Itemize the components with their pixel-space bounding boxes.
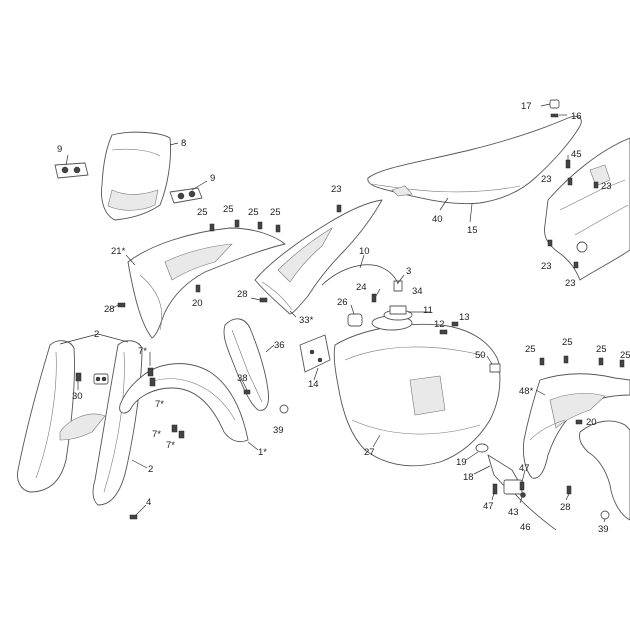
frame-guard — [223, 318, 269, 411]
side-panel-lower-right — [579, 420, 630, 521]
callout: 1* — [258, 447, 267, 458]
callout: 9 — [210, 173, 215, 184]
callout: 39 — [273, 425, 284, 436]
seat — [367, 115, 582, 205]
callout: 38 — [237, 373, 248, 384]
fork-clamp — [75, 372, 109, 385]
callout: 19 — [456, 457, 467, 468]
callout: 14 — [308, 379, 319, 390]
callout: 11 — [423, 305, 433, 316]
callout: 50 — [475, 350, 486, 361]
shroud-screws — [117, 219, 281, 308]
callout: 40 — [432, 214, 443, 225]
callout: 24 — [356, 282, 367, 293]
callout: 34 — [412, 286, 423, 297]
fuel-cap — [383, 305, 413, 321]
front-fender — [119, 363, 249, 443]
callout: 15 — [467, 225, 478, 236]
callout: 2 — [94, 329, 99, 340]
callout: 25 — [562, 337, 573, 348]
callout: 23 — [541, 261, 552, 272]
callout: 12 — [434, 319, 445, 330]
breather-hose — [321, 264, 399, 286]
callout: 23 — [331, 184, 342, 195]
fork-guard-right — [92, 340, 143, 506]
callout: 2 — [148, 464, 153, 475]
callout: 33* — [299, 315, 314, 326]
seat-screw — [549, 99, 560, 118]
callout: 4 — [146, 497, 151, 508]
callout: 23 — [565, 278, 576, 289]
radiator-shroud-right — [254, 199, 383, 315]
lower-panel-screws — [539, 355, 625, 520]
side-panel-lower — [522, 373, 630, 479]
callout: 3 — [406, 266, 411, 277]
callout: 45 — [571, 149, 582, 160]
callout: 17 — [521, 101, 532, 112]
callout: 25 — [223, 204, 234, 215]
callout: 7* — [155, 399, 164, 410]
callout: 28 — [237, 289, 248, 300]
callout: 23 — [601, 181, 612, 192]
mask-clamp-left — [54, 162, 89, 179]
callout: 9 — [57, 144, 62, 155]
callout: 36 — [274, 340, 285, 351]
callout: 7* — [166, 440, 175, 451]
callout-labels: 17 16 45 23 23 23 23 23 40 15 9 8 9 25 2… — [57, 101, 630, 535]
callout: 21* — [111, 246, 126, 257]
tank-spacer — [347, 313, 363, 327]
callout: 13 — [459, 312, 470, 323]
callout: 39 — [598, 524, 609, 535]
callout: 30 — [72, 391, 83, 402]
callout: 16 — [571, 111, 582, 122]
fuel-tank — [333, 315, 501, 467]
callout: 28 — [560, 502, 571, 513]
tank-fittings — [371, 280, 403, 303]
leader-lines — [59, 103, 606, 523]
headlight-mask — [101, 131, 171, 221]
callout: 25 — [248, 207, 259, 218]
fork-guard-screw — [129, 514, 138, 520]
callout: 47 — [519, 463, 530, 474]
mount-plate — [299, 334, 331, 373]
callout: 48* — [519, 386, 534, 397]
callout: 8 — [181, 138, 186, 149]
callout: 18 — [463, 472, 474, 483]
callout: 25 — [525, 344, 536, 355]
callout: 26 — [337, 297, 348, 308]
fuel-tap — [475, 443, 557, 531]
callout: 20 — [192, 298, 203, 309]
callout: 27 — [364, 447, 375, 458]
radiator-shroud-left — [127, 227, 286, 339]
callout: 46 — [520, 522, 531, 533]
callout: 47 — [483, 501, 494, 512]
callout: 25 — [620, 350, 630, 361]
callout: 43 — [508, 507, 519, 518]
callout: 25 — [596, 344, 607, 355]
tank-bolts — [439, 321, 459, 335]
tank-clip — [489, 363, 501, 373]
mask-clamp-right — [169, 187, 203, 204]
callout: 20 — [586, 417, 597, 428]
washer — [279, 404, 289, 414]
callout: 25 — [197, 207, 208, 218]
callout: 7* — [152, 429, 161, 440]
callout: 23 — [541, 174, 552, 185]
callout: 28 — [104, 304, 115, 315]
callout: 7* — [138, 346, 147, 357]
callout: 10 — [359, 246, 370, 257]
fork-guard-left — [17, 340, 106, 493]
callout: 25 — [270, 207, 281, 218]
side-panel-right — [544, 137, 630, 281]
